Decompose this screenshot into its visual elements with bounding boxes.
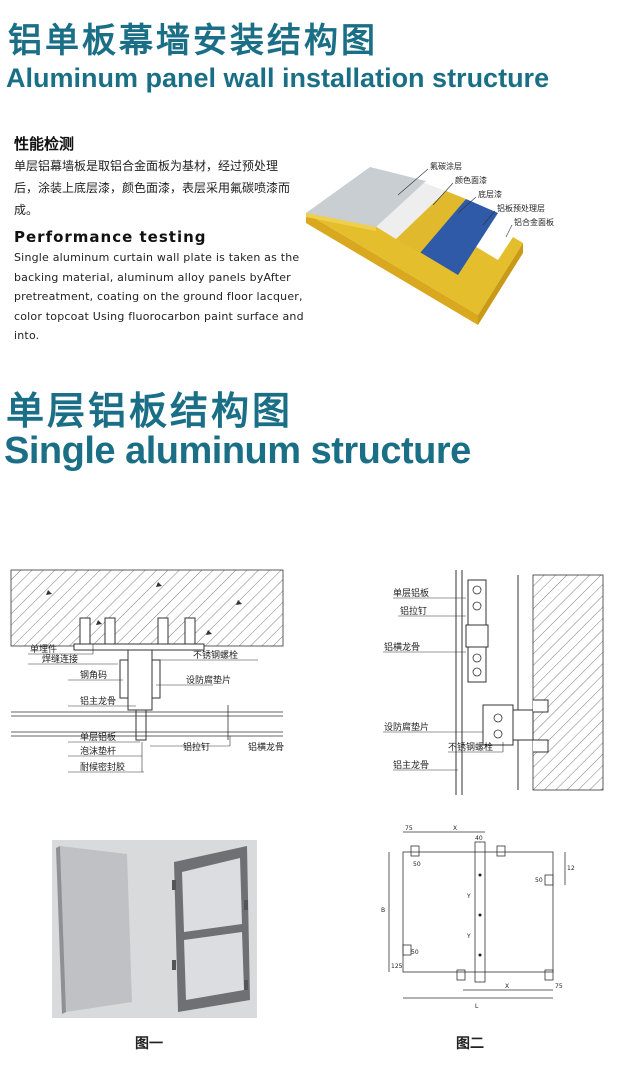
label-r-single-panel: 单层铝板 [393, 587, 429, 599]
performance-text-en: Single aluminum curtain wall plate is ta… [14, 251, 304, 342]
layer-base-front [478, 243, 523, 325]
page-title-en: Aluminum panel wall installation structu… [6, 63, 550, 93]
left-section-detail: 单埋件 焊缝连接 钢角码 铝主龙骨 单层铝板 泡沫垫杆 耐候密封胶 不锈钢螺栓 … [10, 569, 284, 773]
label-alloy-panel: 铝合金面板 [514, 217, 554, 227]
label-sealant: 耐候密封胶 [80, 761, 125, 773]
performance-heading-en: Performance testing [14, 228, 207, 246]
label-weld: 焊缝连接 [42, 653, 78, 665]
label-r-main-mullion: 铝主龙骨 [393, 759, 429, 771]
caption-fig1: 图一 [135, 1036, 163, 1052]
label-r-anticorrosion-pad: 设防腐垫片 [384, 721, 429, 733]
dim-50-tl: 50 [413, 861, 421, 868]
dim-50-r: 50 [535, 877, 543, 884]
section-title-en: Single aluminum structure [4, 430, 471, 472]
dim-40: 40 [475, 835, 483, 842]
layer-primer [393, 191, 466, 253]
label-primer: 底层漆 [478, 189, 502, 199]
dim-b: B [381, 907, 385, 914]
caption-fig2: 图二 [456, 1036, 484, 1052]
fig1-panel-render [52, 840, 257, 1018]
fig2-dimension-drawing: 75 X 40 50 50 125 B Y Y 50 125 X 75 L [381, 825, 575, 1010]
label-main-mullion: 铝主龙骨 [80, 695, 116, 707]
concrete-wall [10, 569, 284, 647]
layer-color [370, 183, 446, 239]
label-steel-angle: 钢角码 [80, 669, 107, 681]
dim-125-l: 125 [391, 963, 403, 970]
label-embedded-part: 单埋件 [30, 643, 57, 655]
layer-pretreat [418, 199, 498, 275]
section-title-cn: 单层铝板结构图 [6, 389, 294, 433]
label-r-rivet: 铝拉钉 [400, 605, 427, 617]
label-color-topcoat: 颜色面漆 [455, 175, 487, 185]
label-r-transom: 铝横龙骨 [384, 641, 420, 653]
label-single-panel: 单层铝板 [80, 731, 116, 743]
layer-fluoro [306, 167, 426, 227]
dim-x-bottom: X [505, 983, 509, 990]
dim-x-top: X [453, 825, 457, 832]
concrete-column [532, 574, 604, 791]
label-rivet: 铝拉钉 [183, 741, 210, 753]
page-title-cn: 铝单板幕墙安装结构图 [8, 21, 378, 61]
layer-base-side [306, 213, 478, 325]
dim-l: L [475, 1003, 479, 1010]
dim-50-l: 50 [411, 949, 419, 956]
dim-75-bottom: 75 [555, 983, 563, 990]
right-section-detail: 单层铝板 铝拉钉 铝横龙骨 设防腐垫片 不锈钢螺栓 铝主龙骨 [383, 570, 604, 795]
dim-75-top: 75 [405, 825, 413, 832]
dim-y1: Y [466, 893, 471, 900]
label-fluoro-coating: 氟碳涂层 [430, 161, 462, 171]
panel-front-face [60, 846, 132, 1012]
dim-125-r: 125 [567, 865, 575, 872]
label-ss-bolt: 不锈钢螺栓 [193, 649, 238, 661]
label-anticorrosion-pad: 设防腐垫片 [186, 674, 231, 686]
label-r-ss-bolt: 不锈钢螺栓 [448, 741, 493, 753]
label-pretreatment: 铝板预处理层 [497, 203, 545, 213]
panel-layers-diagram: 氟碳涂层 颜色面漆 底层漆 铝板预处理层 铝合金面板 [306, 161, 554, 325]
label-transom: 铝横龙骨 [248, 741, 284, 753]
performance-text-cn: 单层铝幕墙板是取铝合金面板为基材，经过预处理后，涂装上底层漆，颜色面漆，表层采用… [14, 159, 291, 217]
performance-heading-cn: 性能检测 [14, 135, 75, 153]
label-foam-rod: 泡沫垫杆 [80, 745, 116, 757]
dim-y2: Y [466, 933, 471, 940]
